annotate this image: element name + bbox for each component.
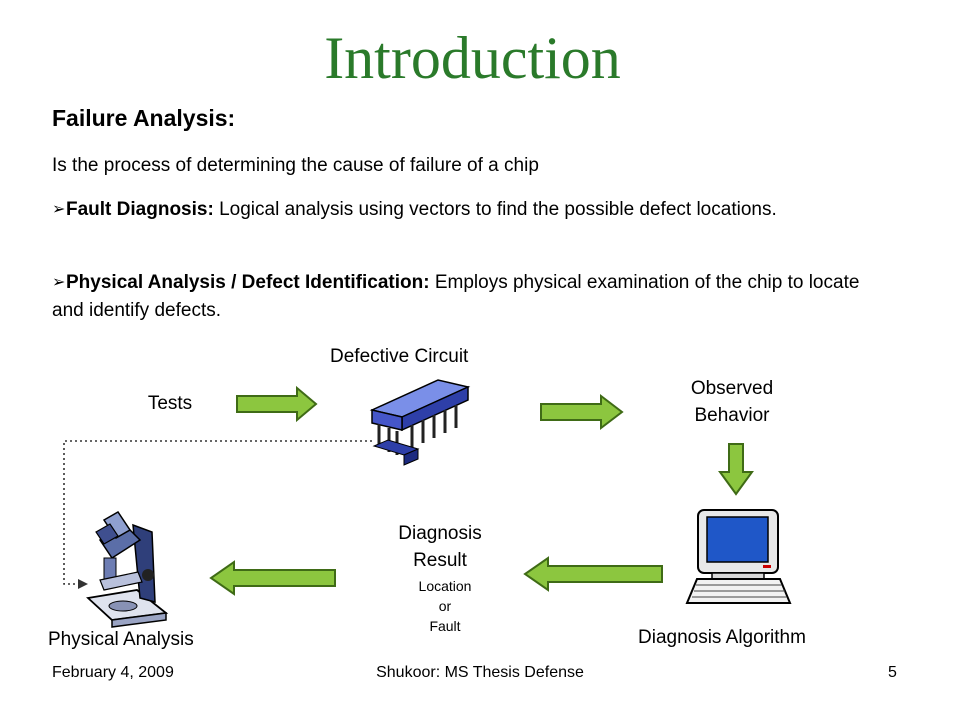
page-number: 5 <box>888 664 897 681</box>
feedback-arrowhead <box>78 579 88 589</box>
microscope-icon <box>86 511 169 628</box>
arrow-result-to-physical <box>209 560 336 596</box>
bullet-text: Logical analysis using vectors to find t… <box>213 199 777 220</box>
diagnosis-algorithm-label: Diagnosis Algorithm <box>638 627 806 648</box>
bullet-term: Physical Analysis / Defect Identificatio… <box>66 272 430 293</box>
bullet-arrow-icon: ➢ <box>52 201 66 218</box>
bullet-fault-diagnosis: ➢Fault Diagnosis: Logical analysis using… <box>52 196 862 224</box>
defective-circuit-label: Defective Circuit <box>330 346 469 367</box>
arrow-tests-to-circuit <box>236 385 318 423</box>
section-heading: Failure Analysis: <box>52 105 236 131</box>
computer-icon <box>685 509 792 604</box>
bullet-text: Employs physical examination of the chip… <box>52 272 860 321</box>
tests-label: Tests <box>147 393 193 414</box>
fault-text: Fault <box>429 618 461 634</box>
bullet-term: Fault Diagnosis: <box>66 199 214 220</box>
or-text: or <box>438 598 452 614</box>
location-text: Location <box>418 578 472 594</box>
observed-label-line2: Behavior <box>694 405 770 426</box>
arrow-observed-to-algorithm <box>718 443 754 496</box>
bullet-physical-analysis: ➢Physical Analysis / Defect Identificati… <box>52 269 862 325</box>
footer-title: Shukoor: MS Thesis Defense <box>376 664 584 681</box>
arrow-algorithm-to-result <box>523 556 663 592</box>
observed-behavior-label: Observed Behavior <box>672 375 792 429</box>
footer-date: February 4, 2009 <box>52 664 174 681</box>
observed-label-line1: Observed <box>690 378 774 399</box>
intro-text: Is the process of determining the cause … <box>52 155 539 176</box>
diagnosis-label-line2: Result <box>413 550 467 571</box>
page-title: Introduction <box>324 25 621 91</box>
diagnosis-result-label: Diagnosis Result <box>380 520 500 574</box>
arrow-circuit-to-observed <box>540 393 624 431</box>
location-or-fault-label: Location or Fault <box>395 576 495 636</box>
diagnosis-label-line1: Diagnosis <box>398 523 482 544</box>
chip-icon <box>369 379 471 466</box>
physical-analysis-label: Physical Analysis <box>48 629 194 650</box>
bullet-arrow-icon: ➢ <box>52 274 66 291</box>
